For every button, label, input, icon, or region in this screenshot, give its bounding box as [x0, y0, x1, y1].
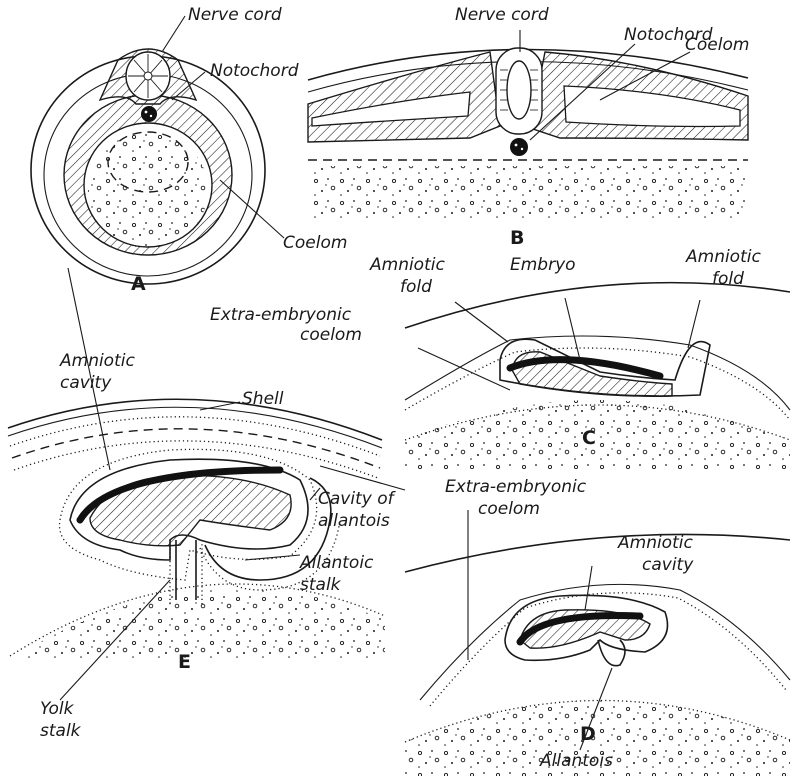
e-label-shell: Shell — [242, 389, 284, 409]
c-label-amniotic-fold-left-2: fold — [400, 277, 432, 297]
panel-e-letter: E — [178, 651, 191, 673]
panel-a: Nerve cord Notochord Coelom A — [31, 5, 347, 295]
panel-c-letter: C — [582, 427, 596, 449]
panel-d-letter: D — [580, 723, 596, 745]
b-label-nerve-cord: Nerve cord — [455, 5, 549, 25]
panel-d-drawing — [405, 534, 790, 776]
c-label-extra-embryonic-coelom-1: Extra-embryonic — [210, 305, 352, 325]
d-label-extra-embryonic-coelom-2: coelom — [478, 499, 540, 519]
e-label-allantoic-stalk-1: Allantoic — [299, 553, 374, 573]
e-label-cavity-of-allantois-2: allantois — [318, 511, 390, 531]
panel-c-drawing — [405, 283, 790, 470]
e-label-allantoic-stalk-2: stalk — [300, 575, 342, 595]
e-label-yolk-stalk-2: stalk — [40, 721, 82, 741]
panel-a-drawing — [31, 49, 265, 284]
a-label-notochord: Notochord — [210, 61, 299, 81]
c-label-amniotic-fold-left-1: Amniotic — [369, 255, 445, 275]
a-label-coelom: Coelom — [283, 233, 347, 253]
e-label-yolk-stalk-1: Yolk — [40, 699, 75, 719]
c-label-amniotic-fold-right-2: fold — [712, 269, 744, 289]
c-label-amniotic-fold-right-1: Amniotic — [685, 247, 761, 267]
panel-a-letter: A — [131, 273, 146, 295]
d-label-amniotic-cavity-2: cavity — [642, 555, 694, 575]
e-label-amniotic-cavity-1: Amniotic — [59, 351, 135, 371]
panel-b: Nerve cord Notochord Coelom B — [308, 5, 749, 249]
e-label-amniotic-cavity-2: cavity — [60, 373, 112, 393]
a-label-nerve-cord: Nerve cord — [188, 5, 282, 25]
c-label-embryo: Embryo — [510, 255, 576, 275]
c-label-extra-embryonic-coelom-2: coelom — [300, 325, 362, 345]
panel-d: Extra-embryonic coelom Amniotic cavity A… — [405, 477, 790, 776]
b-label-coelom: Coelom — [685, 35, 749, 55]
d-label-extra-embryonic-coelom-1: Extra-embryonic — [445, 477, 587, 497]
d-label-allantois: Allantois — [539, 751, 613, 771]
d-label-amniotic-cavity-1: Amniotic — [617, 533, 693, 553]
e-label-cavity-of-allantois-1: Cavity of — [318, 489, 397, 509]
panel-c: Amniotic fold Embryo Amniotic fold Extra… — [210, 247, 790, 470]
panel-b-drawing — [308, 48, 748, 220]
panel-b-letter: B — [510, 227, 524, 249]
